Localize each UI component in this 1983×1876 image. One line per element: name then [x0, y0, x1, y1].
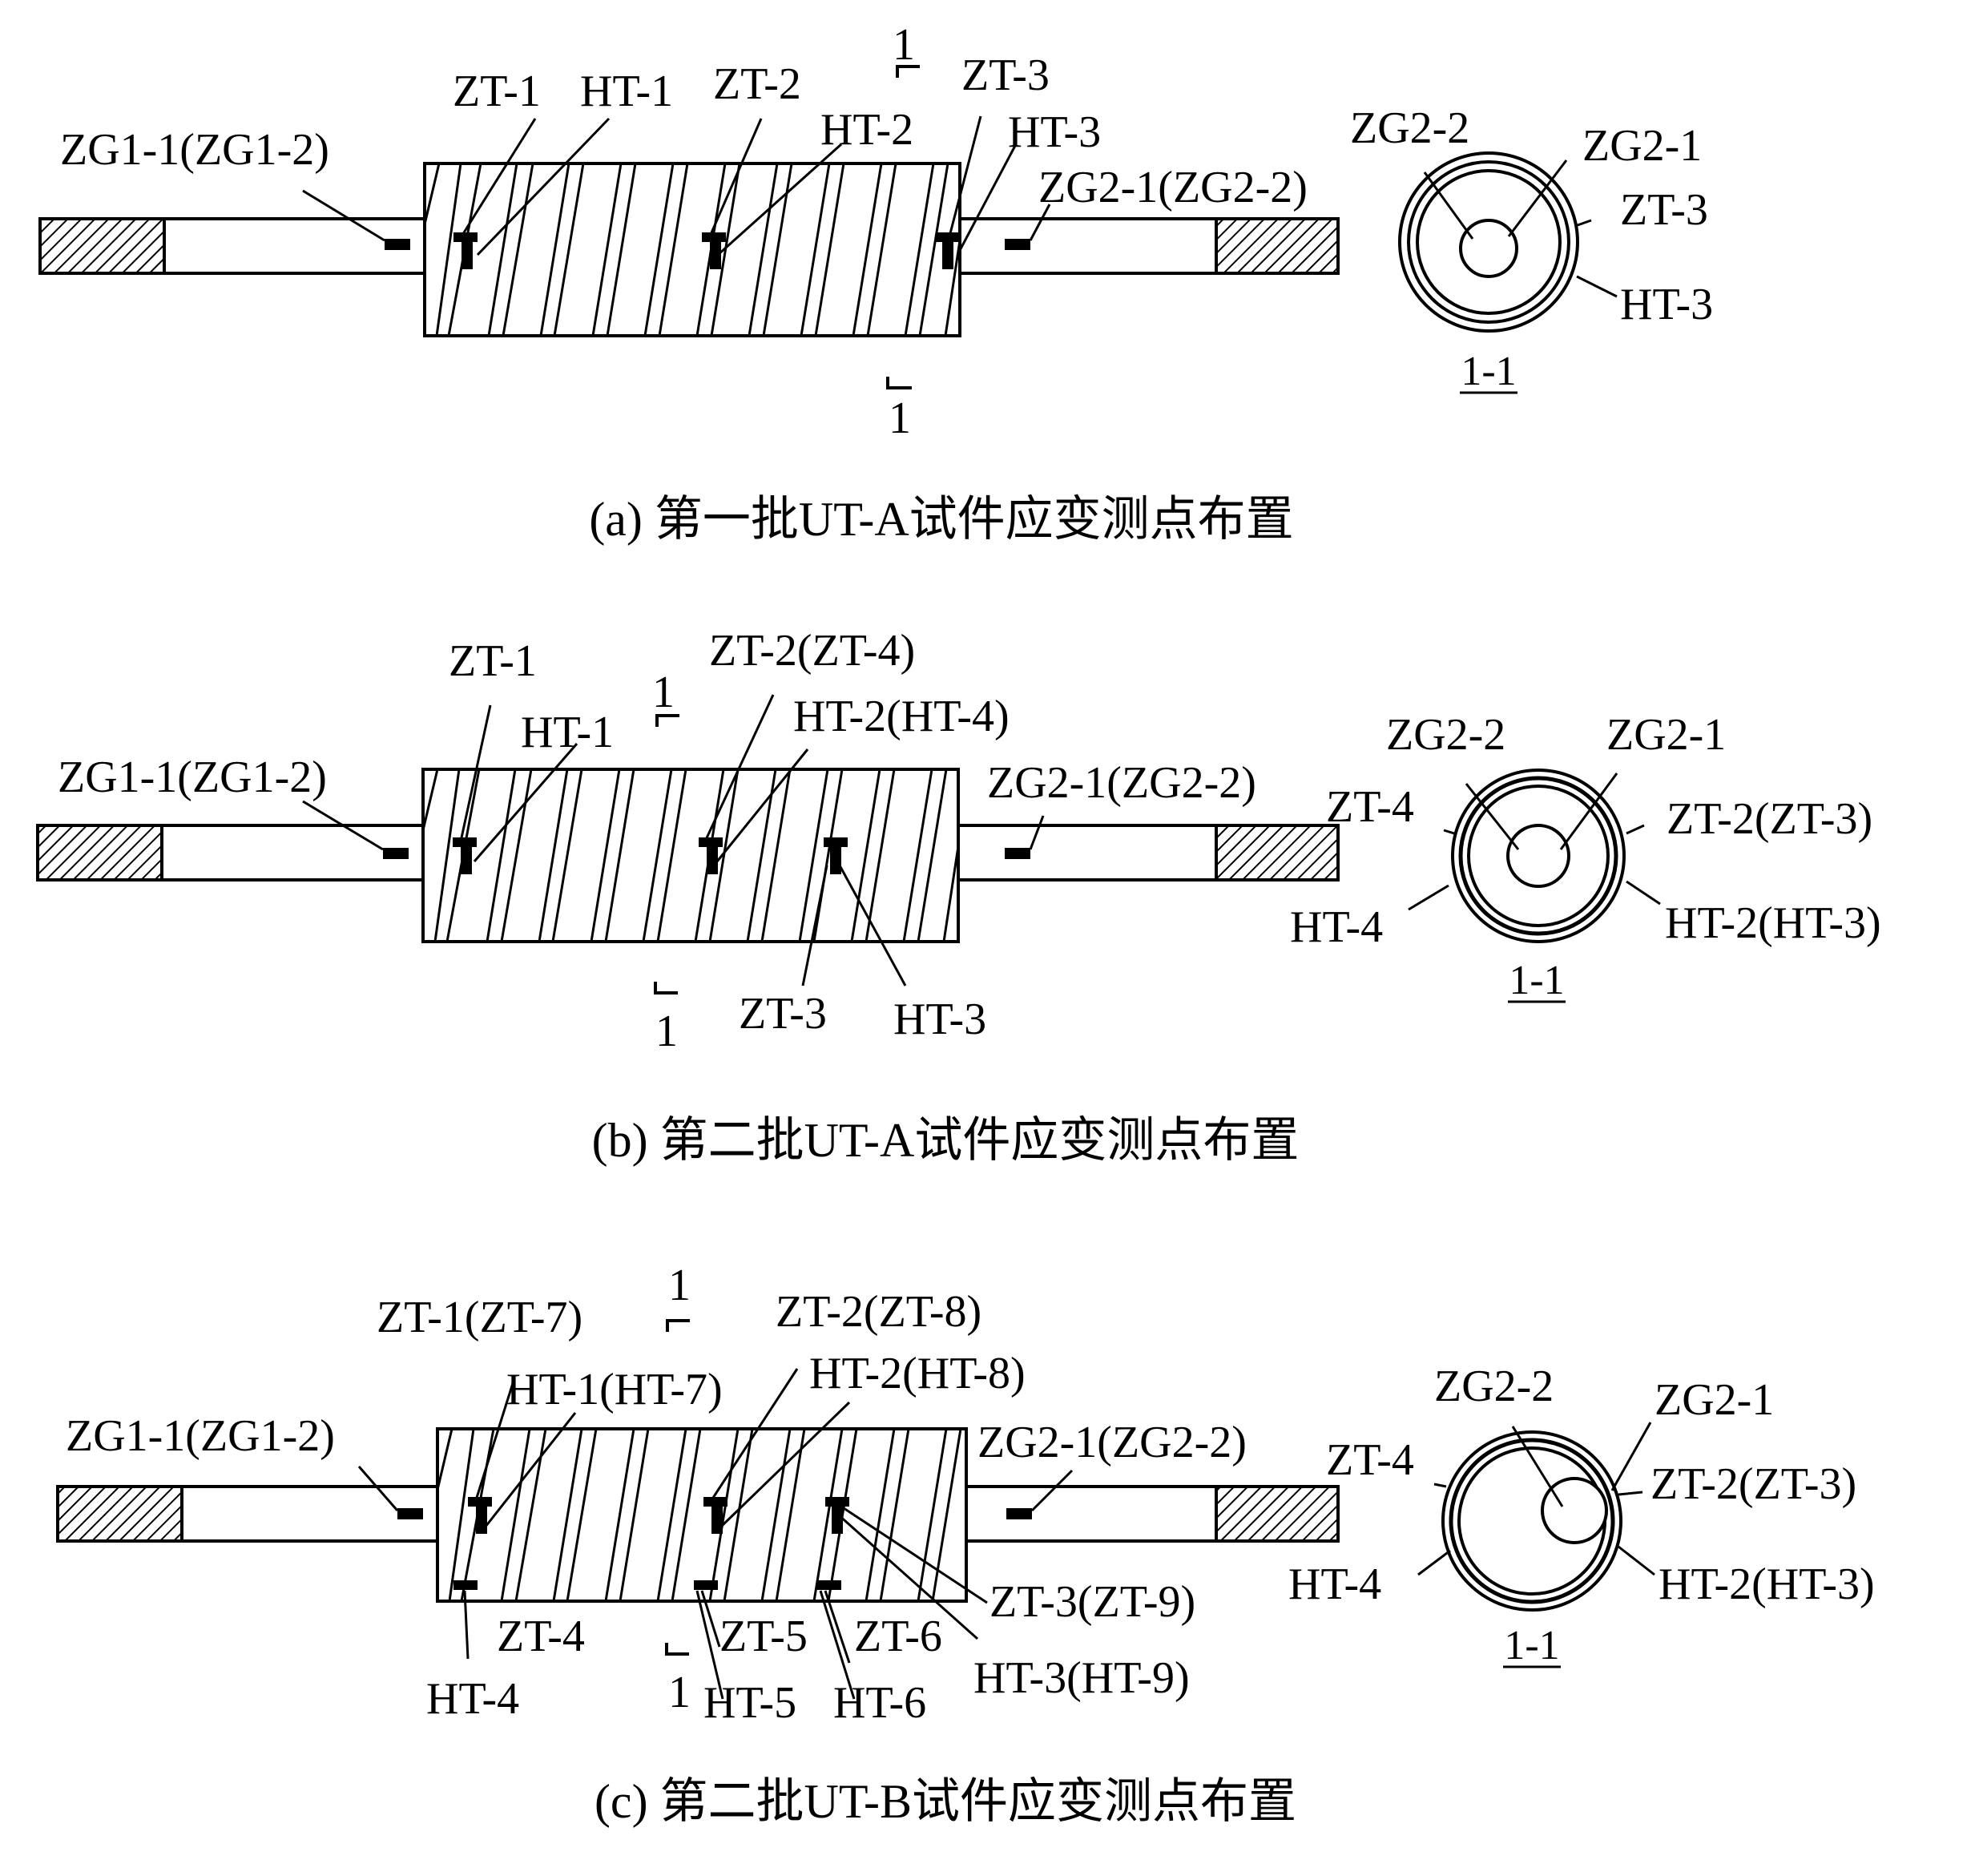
label-zg2: ZG2-1(ZG2-2)	[977, 1418, 1247, 1467]
section-label-zt2: ZT-2(ZT-3)	[1650, 1459, 1856, 1509]
section-label-ht4: HT-4	[1288, 1559, 1381, 1609]
section-label-zt3: ZT-3	[1620, 185, 1708, 235]
label-zt6: ZT-6	[854, 1612, 942, 1661]
cut-mark-top-label: 1	[668, 1261, 691, 1310]
panel-a: 1 1 ZG1-1(ZG1-2) ZT-1 HT-1 ZT-2 HT-2 ZT-…	[38, 20, 1713, 546]
label-ht1: HT-1	[521, 708, 614, 757]
cut-mark-bottom: 1	[886, 377, 912, 443]
right-anchor-hatch	[1215, 217, 1340, 275]
section-label-zg2-1: ZG2-1	[1655, 1375, 1774, 1425]
leader-lines	[302, 115, 1051, 256]
section-label-ht4: HT-4	[1290, 902, 1383, 952]
label-zt3: ZT-3	[961, 50, 1050, 100]
cut-mark-bottom: 1	[665, 1643, 691, 1717]
cut-mark-top: 1	[666, 1261, 691, 1332]
label-zt3: ZT-3	[739, 989, 827, 1039]
label-zt1: ZT-1	[449, 636, 537, 686]
label-zg2: ZG2-1(ZG2-2)	[1038, 163, 1308, 212]
section-title: 1-1	[1509, 958, 1564, 1003]
left-anchor-hatch	[38, 217, 166, 275]
cut-mark-top-label: 1	[652, 668, 675, 717]
panel-c: 1 1 ZT-1(ZT-7) ZT-2(ZT-8) HT-1(HT-7) HT-…	[56, 1261, 1875, 1828]
label-ht1: HT-1(HT-7)	[506, 1365, 723, 1414]
panel-b: 1 1 ZG1-1(ZG1-2) ZT-1 HT-1 ZT-2(ZT-4) HT…	[36, 626, 1881, 1167]
cut-mark-top: 1	[893, 20, 920, 78]
label-zt3: ZT-3(ZT-9)	[989, 1577, 1195, 1627]
cross-section: ZG2-2 ZG2-1 ZT-4 ZT-2(ZT-3) HT-4 HT-2(HT…	[1288, 1362, 1875, 1668]
label-ht2: HT-2(HT-8)	[809, 1349, 1026, 1398]
section-label-zg2-1: ZG2-1	[1606, 710, 1726, 760]
section-label-zg2-2: ZG2-2	[1350, 103, 1469, 153]
section-label-ht2: HT-2(HT-3)	[1659, 1559, 1875, 1609]
leader-lines	[357, 1368, 1074, 1700]
section-label-zg2-1: ZG2-1	[1582, 121, 1702, 171]
label-zt1: ZT-1(ZT-7)	[377, 1293, 582, 1342]
label-zt1: ZT-1	[453, 67, 541, 116]
label-ht3: HT-3	[1008, 107, 1101, 157]
caption-c: (c) 第二批UT-B试件应变测点布置	[594, 1775, 1296, 1828]
left-anchor-hatch	[36, 824, 163, 882]
label-ht1: HT-1	[580, 67, 673, 116]
label-zg2: ZG2-1(ZG2-2)	[987, 758, 1256, 808]
right-anchor-hatch	[1215, 1485, 1340, 1543]
label-ht3: HT-3(HT-9)	[973, 1653, 1190, 1703]
gauges	[383, 837, 1030, 874]
cut-mark-bottom-label: 1	[655, 1007, 678, 1056]
section-label-ht3: HT-3	[1620, 280, 1713, 329]
label-zt5: ZT-5	[719, 1612, 808, 1661]
label-ht3: HT-3	[893, 994, 986, 1044]
section-label-zg2-2: ZG2-2	[1386, 710, 1505, 760]
label-zt2: ZT-2(ZT-4)	[709, 626, 915, 676]
cross-section: ZG2-2 ZG2-1 ZT-4 ZT-2(ZT-3) HT-4 HT-2(HT…	[1290, 710, 1881, 1003]
label-ht6: HT-6	[833, 1678, 926, 1728]
label-ht2: HT-2	[820, 105, 913, 155]
section-title: 1-1	[1504, 1623, 1559, 1668]
label-zg1: ZG1-1(ZG1-2)	[58, 752, 327, 802]
cross-section: ZG2-2 ZG2-1 ZT-3 HT-3 1-1	[1350, 103, 1713, 394]
threaded-sleeve	[423, 162, 961, 337]
cut-mark-bottom-label: 1	[668, 1668, 691, 1717]
cut-mark-top: 1	[652, 668, 679, 727]
cut-mark-top-label: 1	[893, 20, 915, 70]
caption-b: (b) 第二批UT-A试件应变测点布置	[592, 1114, 1300, 1167]
cut-mark-bottom: 1	[654, 982, 678, 1056]
label-ht5: HT-5	[703, 1678, 796, 1728]
label-zg1: ZG1-1(ZG1-2)	[60, 125, 329, 175]
right-anchor-hatch	[1215, 824, 1340, 882]
gauges	[397, 1497, 1032, 1590]
section-label-zt4: ZT-4	[1326, 1435, 1414, 1485]
section-label-zg2-2: ZG2-2	[1434, 1362, 1554, 1411]
cut-mark-bottom-label: 1	[889, 393, 911, 443]
label-ht2: HT-2(HT-4)	[793, 692, 1010, 741]
label-ht4: HT-4	[426, 1674, 519, 1724]
section-label-zt2: ZT-2(ZT-3)	[1667, 794, 1872, 844]
label-zg1: ZG1-1(ZG1-2)	[66, 1411, 335, 1461]
gauges	[385, 232, 1030, 269]
label-zt2: ZT-2	[713, 59, 801, 109]
caption-a: (a) 第一批UT-A试件应变测点布置	[589, 493, 1293, 546]
section-label-ht2: HT-2(HT-3)	[1665, 898, 1881, 948]
threaded-sleeve	[421, 768, 960, 943]
section-label-zt4: ZT-4	[1326, 782, 1414, 832]
leader-lines	[302, 694, 1045, 986]
section-title: 1-1	[1461, 349, 1516, 394]
label-zt4: ZT-4	[497, 1612, 585, 1661]
label-zt2: ZT-2(ZT-8)	[776, 1287, 981, 1337]
left-anchor-hatch	[56, 1485, 183, 1543]
